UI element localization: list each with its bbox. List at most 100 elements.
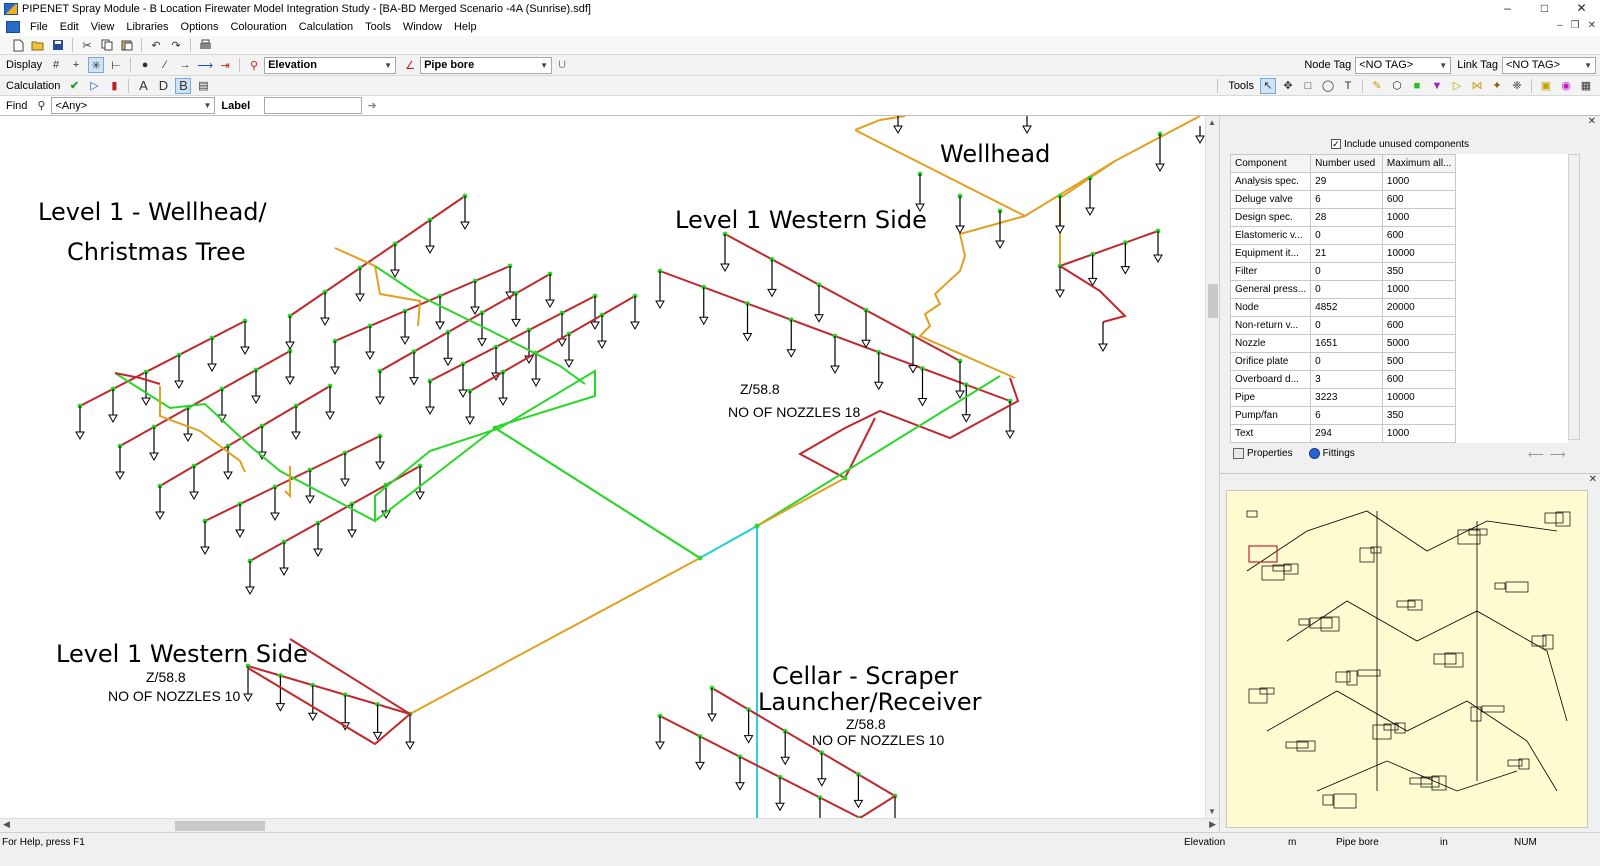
pipe-segment[interactable]: [797, 377, 1020, 480]
pipe-segment[interactable]: [469, 295, 636, 392]
nozzle-icon[interactable]: [955, 225, 965, 235]
nozzle-icon[interactable]: [470, 306, 480, 316]
nozzle-icon[interactable]: [325, 411, 335, 421]
cell-component[interactable]: General press...: [1229, 280, 1312, 299]
analysis-mode-a[interactable]: A: [139, 78, 148, 93]
nozzle-icon[interactable]: [1022, 125, 1032, 135]
label-elevation-2[interactable]: Z/58.8: [146, 669, 186, 685]
nozzle-icon[interactable]: [200, 546, 210, 556]
cell-component[interactable]: Nozzle: [1229, 334, 1312, 353]
nozzle-icon[interactable]: [443, 357, 453, 367]
nozzle-icon[interactable]: [355, 293, 365, 303]
equipment-tool-icon[interactable]: ■: [1413, 79, 1421, 92]
cell-number-used[interactable]: 0: [1310, 352, 1383, 371]
nozzle-icon[interactable]: [275, 703, 286, 712]
cell-maximum[interactable]: 1000: [1381, 280, 1457, 299]
pipe-segment[interactable]: [659, 715, 861, 818]
cell-component[interactable]: Non-return v...: [1229, 316, 1312, 335]
nozzle-icon[interactable]: [372, 731, 383, 741]
cell-number-used[interactable]: 0: [1310, 280, 1383, 299]
nozzle-icon[interactable]: [786, 349, 797, 358]
cell-component[interactable]: Text: [1229, 424, 1312, 443]
pipe-segment[interactable]: [1059, 265, 1127, 323]
vertical-scroll-thumb[interactable]: [1208, 284, 1218, 318]
label-nozzle-count-3[interactable]: NO OF NOZZLES 10: [812, 732, 945, 748]
label-elevation-3[interactable]: Z/58.8: [846, 716, 886, 732]
tab-properties[interactable]: Properties: [1230, 447, 1296, 459]
nozzle-icon[interactable]: [305, 495, 315, 505]
scroll-left-icon[interactable]: ◀: [3, 819, 10, 829]
flow-direction-icon[interactable]: →: [179, 59, 191, 71]
valve-tool-icon[interactable]: ▷: [1452, 80, 1462, 92]
nozzle-icon[interactable]: [75, 431, 85, 441]
fitting-tool-icon[interactable]: ✦: [1492, 80, 1502, 92]
network-canvas[interactable]: Level 1 - Wellhead/ Christmas Tree Level…: [0, 116, 1205, 818]
nozzle-icon[interactable]: [655, 741, 665, 751]
node-marker[interactable]: [754, 523, 760, 529]
nozzle-icon[interactable]: [243, 693, 253, 703]
menu-view[interactable]: View: [90, 21, 115, 33]
pipe-segment[interactable]: [379, 273, 551, 372]
pipe-segment[interactable]: [699, 525, 758, 559]
cell-component[interactable]: Filter: [1229, 262, 1312, 281]
cell-number-used[interactable]: 28: [1310, 208, 1383, 227]
text-tool-icon[interactable]: T: [1344, 79, 1352, 92]
nozzle-icon[interactable]: [545, 299, 555, 309]
pipe-segment[interactable]: [756, 477, 846, 527]
nozzle-icon[interactable]: [279, 567, 289, 577]
menu-libraries[interactable]: Libraries: [126, 21, 169, 33]
menu-tools[interactable]: Tools: [365, 21, 391, 33]
cell-component[interactable]: Pump/fan: [1229, 406, 1312, 425]
nozzle-icon[interactable]: [1098, 343, 1108, 353]
nozzle-icon[interactable]: [742, 333, 753, 342]
nozzle-icon[interactable]: [245, 586, 255, 596]
nozzle-icon[interactable]: [735, 782, 745, 791]
nozzle-icon[interactable]: [405, 741, 415, 751]
link-label-icon[interactable]: ∕: [164, 59, 166, 71]
cell-number-used[interactable]: 0: [1310, 262, 1383, 281]
nozzle-icon[interactable]: [893, 125, 903, 135]
pipe-segment[interactable]: [247, 665, 411, 715]
menu-file[interactable]: File: [30, 21, 48, 33]
nozzle-icon[interactable]: [307, 712, 318, 722]
pipe-segment[interactable]: [1059, 230, 1159, 267]
nozzle-icon[interactable]: [465, 416, 475, 426]
crosshair-icon[interactable]: +: [72, 59, 80, 71]
nozzle-icon[interactable]: [108, 414, 118, 424]
nozzle-icon[interactable]: [915, 203, 925, 213]
nozzle-icon[interactable]: [320, 317, 330, 327]
nozzle-icon[interactable]: [955, 390, 965, 400]
cell-maximum[interactable]: 1000: [1381, 424, 1457, 443]
nozzle-icon[interactable]: [240, 346, 250, 356]
nozzle-icon[interactable]: [853, 799, 864, 809]
nozzle-icon[interactable]: [767, 288, 777, 298]
nozzle-icon[interactable]: [223, 471, 233, 481]
pipe-segment[interactable]: [854, 116, 1201, 218]
nozzle-icon[interactable]: [498, 397, 508, 407]
cell-maximum[interactable]: 600: [1381, 190, 1457, 209]
label-input[interactable]: [264, 97, 363, 114]
nozzle-icon[interactable]: [115, 471, 125, 481]
nozzle-icon[interactable]: [1055, 289, 1065, 299]
menu-calculation[interactable]: Calculation: [298, 21, 354, 33]
menu-options[interactable]: Options: [180, 21, 219, 33]
back-arrow-icon[interactable]: ⟵: [1528, 449, 1550, 461]
close-button[interactable]: ✕: [1576, 1, 1587, 15]
nozzle-icon[interactable]: [340, 478, 350, 488]
check-icon[interactable]: ✔: [69, 80, 80, 92]
pipe-segment[interactable]: [159, 385, 331, 487]
nozzle-icon[interactable]: [908, 365, 918, 374]
network-drawing[interactable]: [0, 116, 1205, 818]
overview-close-icon[interactable]: ✕: [1588, 474, 1597, 485]
go-arrow-icon[interactable]: ➜: [367, 100, 377, 112]
nozzle-icon[interactable]: [1155, 163, 1165, 173]
nozzle-icon[interactable]: [285, 341, 295, 351]
scroll-down-icon[interactable]: ▼: [1208, 807, 1216, 816]
save-icon[interactable]: [50, 37, 66, 53]
node-marker[interactable]: [342, 692, 348, 698]
nozzle-icon[interactable]: [313, 548, 323, 558]
cell-number-used[interactable]: 29: [1310, 172, 1383, 191]
cell-maximum[interactable]: 500: [1381, 352, 1457, 371]
pipe-segment[interactable]: [334, 265, 511, 342]
node-marker[interactable]: [777, 774, 783, 780]
